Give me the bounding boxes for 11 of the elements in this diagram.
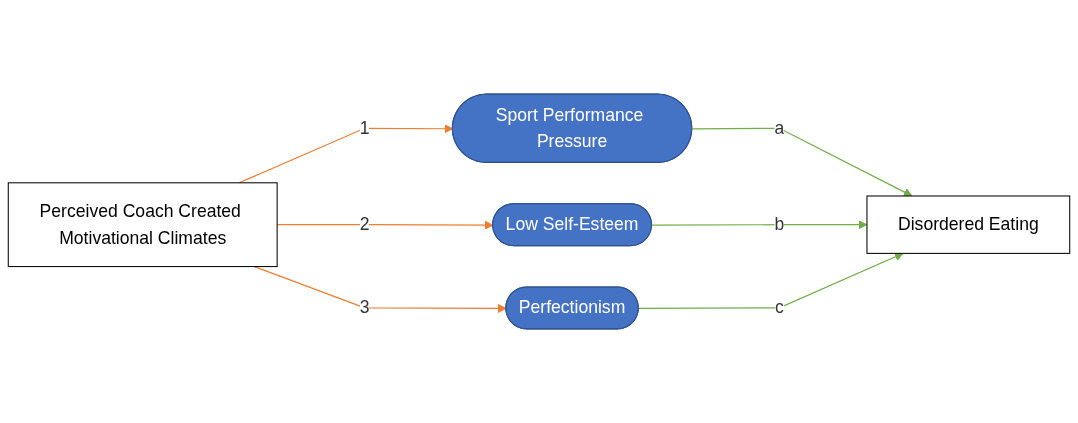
edge-label: c xyxy=(774,297,784,318)
node-box: Disordered Eating xyxy=(866,195,1071,254)
edge-label: 1 xyxy=(359,118,370,138)
node-box: Perceived Coach Created Motivational Climates xyxy=(7,182,278,268)
arrow xyxy=(638,252,904,310)
edge-label: 3 xyxy=(359,297,370,318)
edge-label: b xyxy=(774,214,785,235)
arrow xyxy=(253,265,507,313)
edge-label: 2 xyxy=(359,214,370,235)
arrow xyxy=(691,127,913,197)
edge-label: a xyxy=(774,118,785,138)
